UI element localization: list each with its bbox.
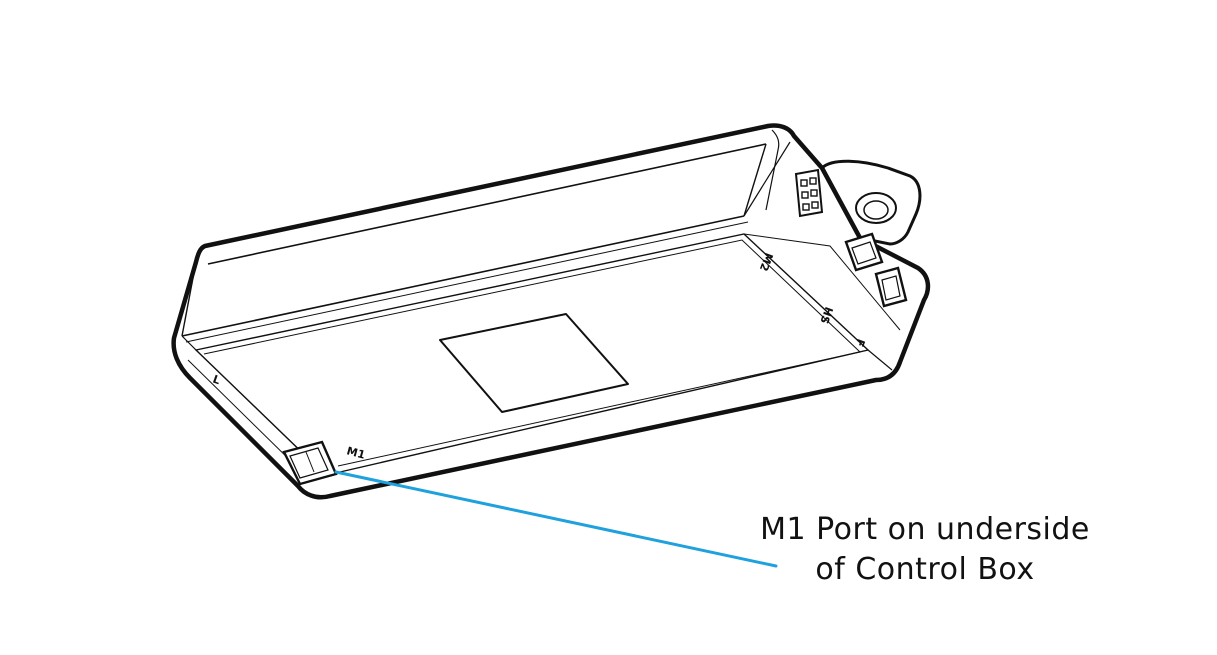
callout-line-2: of Control Box — [815, 552, 1035, 587]
m1-port-label: M1 — [345, 444, 366, 461]
m2-port — [844, 232, 884, 272]
corner-label: L — [211, 373, 222, 388]
callout-line-1: M1 Port on underside — [760, 512, 1090, 547]
control-box-body — [171, 123, 931, 500]
m1-port-callout: M1 Port on underside of Control Box — [700, 510, 1150, 590]
m1-port — [282, 440, 338, 486]
m2-port-label: M2 — [757, 251, 776, 273]
hs-port — [874, 266, 908, 308]
f-port-label: F — [853, 337, 868, 349]
callout-leader-line — [334, 470, 778, 568]
hs-port-label: HS — [817, 305, 835, 326]
power-connector-port — [794, 168, 824, 218]
mounting-tab — [820, 159, 922, 246]
